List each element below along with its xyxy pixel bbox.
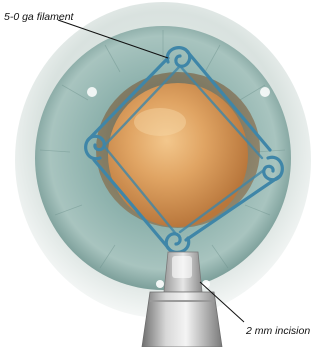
label-incision: 2 mm incision <box>245 325 310 337</box>
label-filament: 5-0 ga filament <box>4 11 75 23</box>
lens-highlight <box>134 108 186 136</box>
highlight-right <box>260 87 270 97</box>
injector-band <box>150 300 214 302</box>
highlight-left <box>87 87 97 97</box>
crystalline-lens <box>108 83 248 227</box>
incision-highlight-left <box>156 280 164 288</box>
injector-tip-shine <box>172 256 192 278</box>
